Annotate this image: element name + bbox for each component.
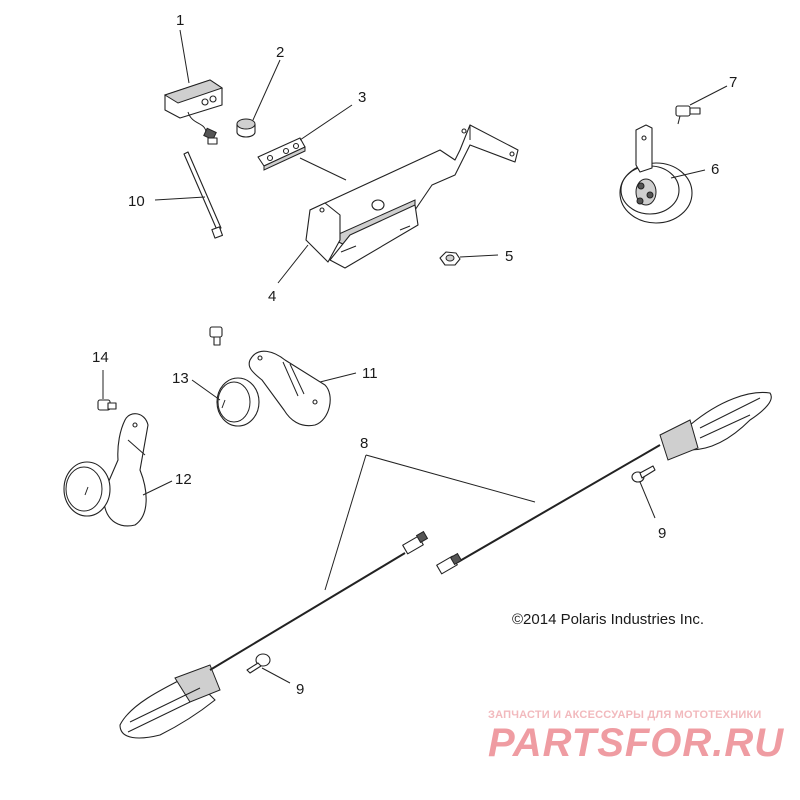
part-screw-9-left	[246, 653, 271, 674]
part-bolt	[675, 105, 701, 125]
part-reflector-upper	[216, 377, 260, 427]
callout-5: 5	[505, 248, 513, 265]
part-license-lamp	[163, 79, 224, 145]
part-license-bracket	[305, 124, 519, 269]
callout-7: 7	[729, 74, 737, 91]
callout-14: 14	[92, 349, 109, 366]
part-turn-signal-right	[436, 391, 772, 575]
part-turn-signal-left	[119, 530, 429, 739]
part-screw-small	[97, 399, 117, 411]
part-screw-9-right	[631, 465, 656, 483]
callout-4: 4	[268, 288, 276, 305]
callout-11: 11	[362, 365, 378, 382]
callout-1: 1	[176, 12, 184, 29]
watermark-tagline: ЗАПЧАСТИ И АКСЕССУАРЫ ДЛЯ МОТОТЕХНИКИ	[488, 709, 761, 721]
leader-lines	[102, 29, 728, 684]
callout-2: 2	[276, 44, 284, 61]
part-nut	[439, 251, 461, 266]
callout-9-right: 9	[658, 525, 666, 542]
watermark: ЗАПЧАСТИ И АКСЕССУАРЫ ДЛЯ МОТОТЕХНИКИ PA…	[488, 709, 784, 765]
part-reflector-bracket-upper	[248, 350, 331, 427]
watermark-brand: PARTSFOR.RU	[488, 721, 784, 765]
callout-10: 10	[128, 193, 145, 210]
callout-12: 12	[175, 471, 192, 488]
callout-labels: 1 2 3 4 5 6 7 8 9 9 10 11 12 13 14	[92, 12, 737, 698]
part-mount-plate	[257, 137, 306, 171]
part-cable-tie	[183, 151, 224, 239]
callout-6: 6	[711, 161, 719, 178]
part-spacer	[236, 118, 256, 138]
callout-3: 3	[358, 89, 366, 106]
part-horn	[619, 124, 693, 224]
copyright-text: ©2014 Polaris Industries Inc.	[512, 611, 704, 628]
part-screw-upper	[209, 326, 223, 346]
callout-13: 13	[172, 370, 189, 387]
part-reflector-bracket-lower	[63, 413, 149, 527]
callout-8: 8	[360, 435, 368, 452]
callout-9-left: 9	[296, 681, 304, 698]
